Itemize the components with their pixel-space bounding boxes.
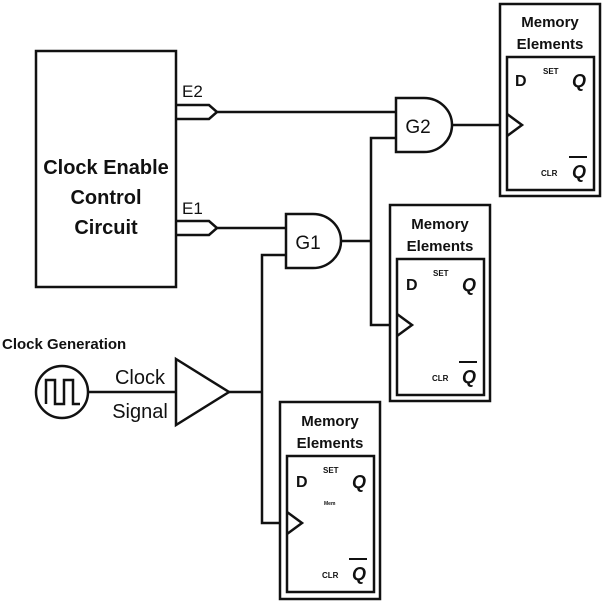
mem1-clr: CLR — [541, 169, 558, 178]
mem3-title-1: Memory — [301, 413, 359, 430]
mem3-title-2: Elements — [297, 435, 364, 452]
clock-input-triangle-icon — [286, 510, 305, 536]
and-gate-g1: G1 — [260, 212, 371, 525]
memory-element-1: Memory Elements D SET Q CLR Q — [498, 2, 602, 198]
clock-generation-title: Clock Generation — [2, 336, 126, 353]
g2-label: G2 — [405, 117, 430, 138]
memory-element-3: Memory Elements D SET Q Mem CLR Q — [278, 400, 382, 601]
and-gate-g2: G2 — [369, 96, 508, 327]
mem3-extra-label: Mem — [324, 501, 336, 507]
mem1-qbar: Q — [572, 162, 586, 182]
square-wave-source-icon — [34, 364, 90, 420]
clock-signal-label-bottom: Signal — [112, 401, 168, 423]
mem2-qbar: Q — [462, 367, 476, 387]
buffer-icon — [174, 356, 232, 428]
mem1-q: Q — [572, 71, 586, 91]
mem1-d: D — [515, 73, 527, 90]
mem2-d: D — [406, 277, 418, 294]
clock-input-triangle-icon — [396, 312, 415, 338]
control-label-line1: Clock Enable — [43, 157, 169, 179]
control-label-line3: Circuit — [74, 217, 138, 239]
clock-enable-control-block: Clock Enable Control Circuit — [34, 49, 178, 289]
e2-output: E2 — [176, 82, 397, 121]
mem1-title-2: Elements — [517, 36, 584, 53]
control-label-line2: Control — [70, 187, 141, 209]
clock-signal-label-top: Clock — [115, 367, 166, 389]
mem1-set: SET — [543, 67, 559, 76]
mem3-qbar: Q — [352, 564, 366, 584]
clock-generator: Clock Generation Clock Signal — [2, 336, 262, 428]
mem2-clr: CLR — [432, 374, 449, 383]
e1-output: E1 — [176, 199, 286, 237]
e2-label: E2 — [182, 82, 203, 101]
mem3-d: D — [296, 474, 308, 491]
mem2-set: SET — [433, 269, 449, 278]
mem2-title-1: Memory — [411, 216, 469, 233]
mem3-set: SET — [323, 466, 339, 475]
e1-label: E1 — [182, 199, 203, 218]
mem3-clr: CLR — [322, 571, 339, 580]
memory-element-2: Memory Elements D SET Q CLR Q — [388, 203, 492, 403]
mem1-title-1: Memory — [521, 14, 579, 31]
g1-label: G1 — [295, 233, 320, 254]
mem3-q: Q — [352, 472, 366, 492]
clock-input-triangle-icon — [506, 112, 525, 138]
mem2-q: Q — [462, 275, 476, 295]
mem2-title-2: Elements — [407, 238, 474, 255]
